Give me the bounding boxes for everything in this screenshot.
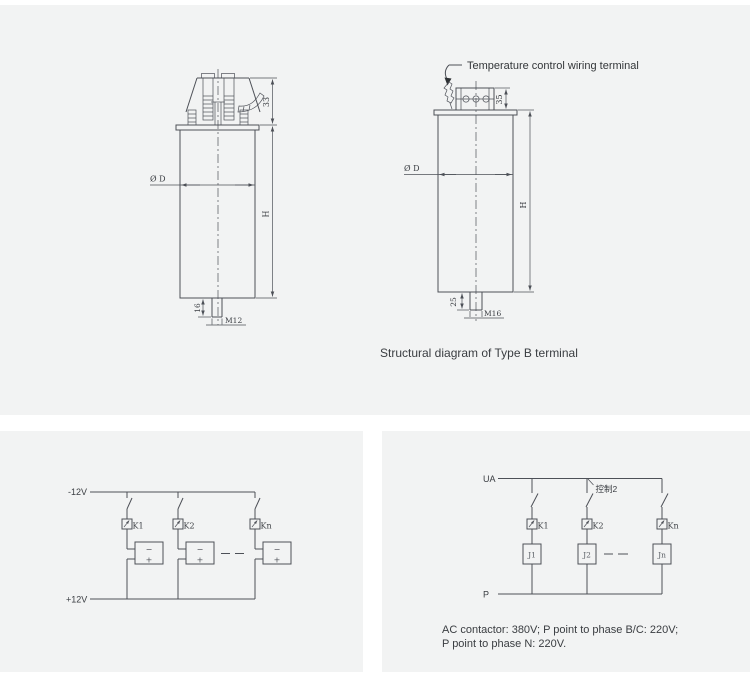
rail-pos12v-label: +12V xyxy=(66,595,87,605)
left-stud xyxy=(211,298,223,318)
plus-sign: + xyxy=(197,556,204,565)
right-dim-25: 25 xyxy=(449,293,469,311)
temperature-terminal-callout: Temperature control wiring terminal xyxy=(444,60,639,86)
relay-label: K2 xyxy=(184,522,195,531)
plus-sign: + xyxy=(146,556,153,565)
terminal-block xyxy=(455,87,495,111)
relay-contact-box xyxy=(581,518,593,530)
left-capacitor-drawing: 33 H Ø D 16 M12 xyxy=(150,69,277,326)
terminal-lever xyxy=(237,92,265,113)
structural-diagram-panel: 33 H Ø D 16 M12 xyxy=(0,5,750,415)
minus-sign: − xyxy=(197,545,204,554)
control2-label: 控制2 xyxy=(596,484,618,494)
bolt-hatching xyxy=(203,95,234,117)
dim-35-label: 35 xyxy=(495,94,504,104)
capacitor-box xyxy=(134,541,164,565)
plus-sign: + xyxy=(274,556,281,565)
left-flange xyxy=(175,124,260,131)
relay-branch-1: K1 − + xyxy=(121,492,164,599)
relay-coil-box xyxy=(249,518,261,530)
leg-hatching xyxy=(188,113,248,123)
relay-contact-box xyxy=(656,518,668,530)
left-dim-16: 16 xyxy=(193,299,211,318)
structural-caption: Structural diagram of Type B terminal xyxy=(380,346,578,360)
control2-callout: 控制2 xyxy=(587,478,618,494)
capacitor-box xyxy=(185,541,215,565)
relay-coil-box xyxy=(121,518,133,530)
right-dim-35: 35 xyxy=(495,87,510,109)
relay-label: K1 xyxy=(538,522,549,531)
right-flange xyxy=(433,109,518,116)
relay-label: K1 xyxy=(133,522,144,531)
contactor-branch-2: K2 J2 xyxy=(577,478,604,594)
relay-branch-2: K2 − + xyxy=(172,492,215,599)
minus-sign: − xyxy=(274,545,281,554)
right-capacitor-drawing: Temperature control wiring terminal 35 xyxy=(404,60,639,321)
left-dim-diameter: Ø D xyxy=(150,175,255,187)
relay-label: Kn xyxy=(668,522,679,531)
relay-label: Kn xyxy=(261,522,272,531)
dim-16-label: 16 xyxy=(193,303,202,313)
leader-arrow xyxy=(444,77,452,86)
dim-OD-label: Ø D xyxy=(404,164,420,173)
ac-contactor-circuit-panel: UA P 控制2 K1 J1 K2 J2 xyxy=(382,431,750,672)
dc-control-circuit-panel: -12V +12V K1 − + K2 − + xyxy=(0,431,363,672)
left-dim-H: H xyxy=(256,126,277,299)
right-dim-diameter: Ø D xyxy=(404,164,513,177)
rail-ua-label: UA xyxy=(483,474,496,484)
left-terminal-assembly xyxy=(185,73,265,126)
relay-contact-box xyxy=(526,518,538,530)
contactor-label: J2 xyxy=(582,551,591,560)
right-dim-H: H xyxy=(514,109,534,293)
dim-H-label: H xyxy=(262,210,271,217)
rail-neg12v-label: -12V xyxy=(68,487,87,497)
temperature-terminal-label: Temperature control wiring terminal xyxy=(467,60,639,72)
relay-branch-n: Kn − + xyxy=(249,492,292,599)
thread-M16-label: M16 xyxy=(484,309,501,318)
minus-sign: − xyxy=(146,545,153,554)
right-stud xyxy=(469,292,483,311)
thread-M12-label: M12 xyxy=(225,316,242,325)
contactor-label: Jn xyxy=(657,551,666,560)
dim-25-label: 25 xyxy=(449,297,458,307)
dc-circuit-svg: -12V +12V K1 − + K2 − + xyxy=(66,487,292,605)
dim-H-label: H xyxy=(519,201,528,208)
relay-label: K2 xyxy=(593,522,604,531)
contactor-branch-1: K1 J1 xyxy=(522,478,549,594)
left-thread-callout: M12 xyxy=(206,316,246,326)
ac-caption-line1: AC contactor: 380V; P point to phase B/C… xyxy=(442,624,678,636)
left-cylinder xyxy=(179,129,256,299)
ac-circuit-svg: UA P 控制2 K1 J1 K2 J2 xyxy=(442,474,679,650)
right-thread-callout: M16 xyxy=(464,309,504,319)
rail-p-label: P xyxy=(483,590,489,600)
relay-coil-box xyxy=(172,518,184,530)
ac-caption-line2: P point to phase N: 220V. xyxy=(442,638,566,650)
contactor-branch-n: Kn Jn xyxy=(652,478,679,594)
dim-OD-label: Ø D xyxy=(150,175,166,184)
dim-33-label: 33 xyxy=(262,97,271,107)
capacitor-drawings-svg: 33 H Ø D 16 M12 xyxy=(150,60,639,360)
left-dim-33: 33 xyxy=(250,77,277,126)
capacitor-box xyxy=(262,541,292,565)
right-cylinder xyxy=(437,114,514,293)
contactor-label: J1 xyxy=(527,551,536,560)
wire-connector xyxy=(443,81,455,104)
